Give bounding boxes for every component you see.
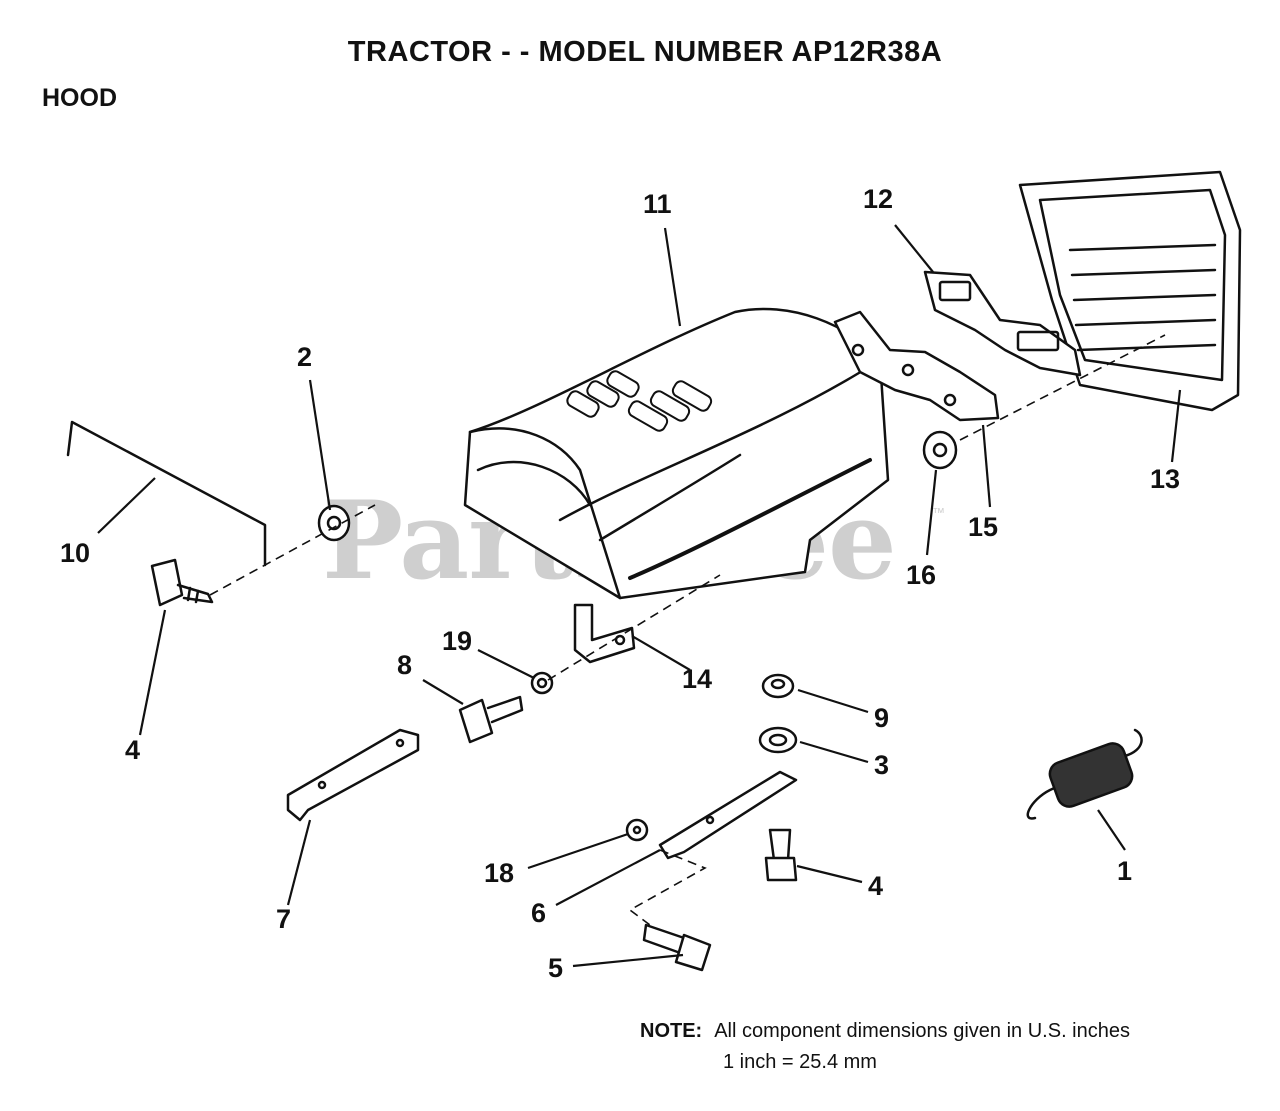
leader-5 xyxy=(572,953,684,968)
bolt-part-4-left[interactable] xyxy=(150,558,214,607)
nut-part-9[interactable] xyxy=(761,673,795,699)
grille-part-13[interactable] xyxy=(1018,170,1242,412)
leader-10 xyxy=(97,477,156,534)
leader-15 xyxy=(981,424,992,508)
leader-11 xyxy=(663,227,682,327)
callout-3: 3 xyxy=(874,750,890,780)
leader-9 xyxy=(797,688,869,714)
bolt-part-5[interactable] xyxy=(642,923,712,972)
leader-19 xyxy=(477,649,535,679)
callout-6: 6 xyxy=(531,898,547,928)
link-part-6[interactable] xyxy=(658,770,798,860)
washer-part-18[interactable] xyxy=(625,818,649,842)
callout-4-left: 4 xyxy=(125,735,141,765)
callout-19: 19 xyxy=(442,626,473,656)
callout-13: 13 xyxy=(1150,464,1181,494)
leader-7 xyxy=(286,819,312,906)
washer-part-19[interactable] xyxy=(530,671,554,695)
callout-4-right: 4 xyxy=(868,871,884,901)
nut-part-16[interactable] xyxy=(922,430,958,470)
callout-5: 5 xyxy=(548,953,564,983)
callout-18: 18 xyxy=(484,858,515,888)
hinge-part-14[interactable] xyxy=(573,603,636,664)
strap-part-7[interactable] xyxy=(286,728,420,822)
rod-part-10[interactable] xyxy=(66,420,267,567)
leader-2 xyxy=(308,379,332,511)
diagram-title: TRACTOR - - MODEL NUMBER AP12R38A xyxy=(347,36,943,68)
alignment-line-hinge xyxy=(547,574,721,681)
hood-part-11[interactable] xyxy=(463,307,890,600)
alignment-line-front xyxy=(959,334,1166,441)
leader-1 xyxy=(1097,809,1126,851)
leader-6 xyxy=(555,849,661,906)
leader-4-right xyxy=(796,864,863,884)
callout-1: 1 xyxy=(1117,856,1133,886)
trademark-symbol: ™ xyxy=(932,505,945,520)
leader-16 xyxy=(925,469,938,556)
leader-4-left xyxy=(138,609,167,736)
leader-18 xyxy=(527,832,629,870)
alignment-line-left xyxy=(209,504,376,596)
callout-12: 12 xyxy=(863,184,894,214)
callout-9: 9 xyxy=(874,703,890,733)
bolt-part-8[interactable] xyxy=(458,695,524,744)
spring-part-1[interactable] xyxy=(1026,728,1143,820)
callout-16: 16 xyxy=(906,560,937,590)
leader-12 xyxy=(894,224,934,273)
leader-14 xyxy=(631,635,691,671)
leader-3 xyxy=(799,740,869,764)
leader-13 xyxy=(1170,389,1182,463)
callout-10: 10 xyxy=(60,538,91,568)
leader-8 xyxy=(422,679,464,705)
bolt-part-4-right[interactable] xyxy=(764,828,798,882)
section-heading: HOOD xyxy=(42,84,117,112)
washer-part-3[interactable] xyxy=(758,726,798,754)
dimension-note: NOTE: All component dimensions given in U… xyxy=(640,1016,1130,1078)
bracket-part-15[interactable] xyxy=(833,310,1000,422)
note-label: NOTE: xyxy=(640,1020,703,1042)
note-text-1: All component dimensions given in U.S. i… xyxy=(714,1020,1130,1042)
callout-7: 7 xyxy=(276,904,292,934)
callout-2: 2 xyxy=(297,342,313,372)
note-line-2: 1 inch = 25.4 mm xyxy=(723,1051,877,1073)
callout-11: 11 xyxy=(643,189,672,219)
callout-14: 14 xyxy=(682,664,713,694)
callout-15: 15 xyxy=(968,512,999,542)
alignment-line-lower xyxy=(628,849,707,926)
bracket-part-12[interactable] xyxy=(923,270,1082,377)
nut-part-2[interactable] xyxy=(317,504,351,542)
callout-8: 8 xyxy=(397,650,413,680)
note-line-1: NOTE: All component dimensions given in U… xyxy=(640,1016,1130,1047)
